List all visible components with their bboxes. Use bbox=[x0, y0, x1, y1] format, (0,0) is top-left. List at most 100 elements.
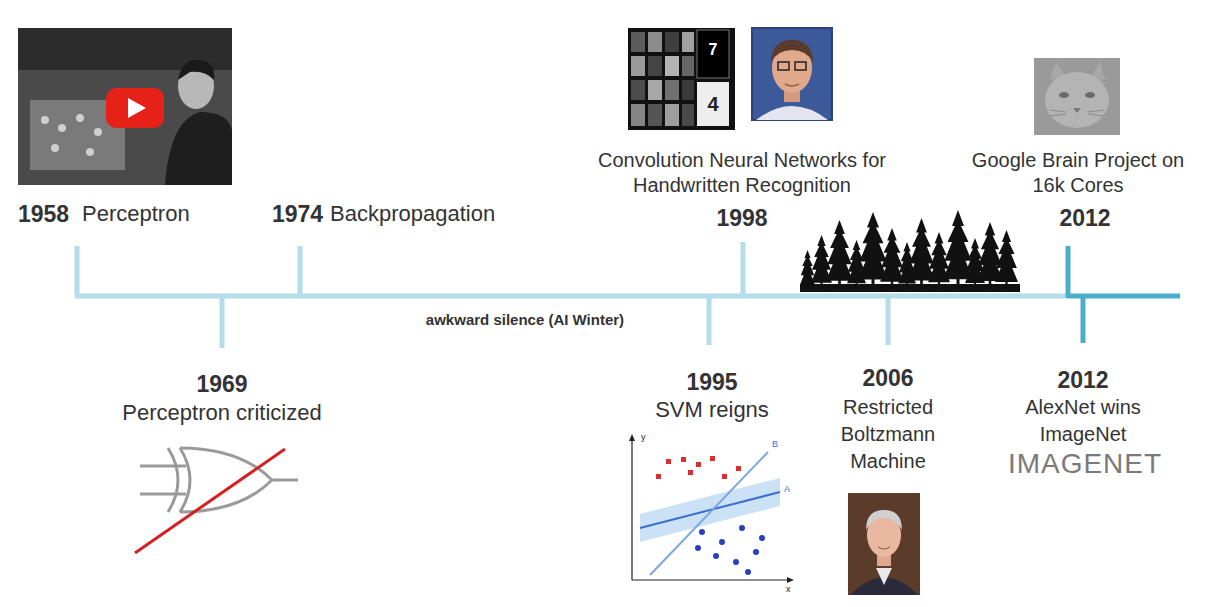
portrait-photo bbox=[848, 493, 920, 595]
digits-thumbnail bbox=[665, 104, 679, 126]
svm-plot bbox=[733, 559, 739, 565]
digits-thumbnail bbox=[697, 30, 729, 78]
svm-plot bbox=[640, 492, 780, 528]
svm-plot bbox=[736, 466, 741, 471]
svm-plot bbox=[681, 457, 686, 462]
timeline-axis bbox=[741, 242, 746, 296]
digits-thumbnail bbox=[682, 56, 694, 76]
forest-silhouette bbox=[800, 210, 1020, 292]
year-label: 1974 bbox=[272, 200, 323, 228]
svm-plot bbox=[710, 456, 715, 461]
portrait-photo bbox=[752, 28, 832, 120]
video-thumbnail bbox=[128, 98, 146, 118]
digits-thumbnail bbox=[682, 32, 694, 52]
xor-gate-symbol bbox=[140, 466, 298, 494]
year-label: 1998 bbox=[716, 204, 767, 232]
portrait-photo bbox=[785, 84, 799, 86]
cat-image bbox=[1085, 92, 1095, 98]
timeline-axis bbox=[298, 246, 303, 296]
portrait-photo bbox=[756, 106, 828, 120]
digits-thumbnail bbox=[631, 80, 645, 100]
year-label: 1995 bbox=[686, 368, 737, 396]
portrait-photo bbox=[752, 28, 832, 120]
event-title: AlexNet wins ImageNet bbox=[1003, 394, 1163, 448]
event-title: SVM reigns bbox=[655, 397, 769, 423]
digits-thumbnail bbox=[665, 32, 679, 52]
timeline-axis bbox=[75, 246, 80, 296]
svm-plot bbox=[650, 452, 768, 575]
timeline-axis bbox=[1066, 246, 1071, 298]
timeline-axis bbox=[1081, 296, 1086, 343]
svm-plot bbox=[629, 434, 794, 583]
year-label: 1958 bbox=[18, 200, 69, 228]
svm-plot bbox=[759, 535, 765, 541]
line-label: A bbox=[784, 484, 790, 495]
digits-thumbnail bbox=[648, 32, 662, 52]
timeline-axis bbox=[886, 296, 891, 345]
timeline-axis bbox=[220, 296, 225, 348]
video-thumbnail bbox=[18, 28, 232, 185]
event-title: Backpropagation bbox=[330, 201, 495, 227]
portrait-photo bbox=[752, 28, 832, 120]
digits-thumbnail bbox=[648, 56, 662, 76]
svm-plot bbox=[745, 569, 751, 575]
year-label: 2006 bbox=[862, 364, 913, 392]
forest-silhouette bbox=[928, 232, 950, 290]
forest-silhouette bbox=[995, 230, 1018, 290]
digits-thumbnail bbox=[682, 80, 694, 100]
digit-sample: 7 bbox=[709, 40, 718, 59]
forest-silhouette bbox=[800, 250, 815, 290]
axis-label: y bbox=[641, 432, 646, 443]
cat-image bbox=[1034, 58, 1120, 135]
year-label: 2012 bbox=[1059, 204, 1110, 232]
portrait-photo bbox=[866, 510, 902, 530]
video-thumbnail bbox=[165, 112, 232, 185]
digits-thumbnail bbox=[665, 80, 679, 100]
digits-thumbnail bbox=[665, 56, 679, 76]
digits-thumbnail bbox=[628, 28, 735, 130]
event-title: Restricted Boltzmann Machine bbox=[823, 394, 953, 475]
digits-thumbnail bbox=[631, 32, 645, 52]
event-title: Perceptron bbox=[82, 201, 190, 227]
year-label: 1969 bbox=[196, 370, 247, 398]
forest-silhouette bbox=[898, 242, 916, 290]
svm-plot bbox=[629, 434, 635, 441]
digits-thumbnail bbox=[631, 56, 645, 76]
forest-silhouette bbox=[847, 240, 866, 290]
digits-thumbnail bbox=[682, 104, 694, 126]
svm-plot bbox=[696, 462, 701, 467]
svm-plot bbox=[656, 474, 661, 479]
svm-plot bbox=[739, 525, 745, 531]
video-thumbnail bbox=[41, 116, 49, 124]
video-thumbnail bbox=[76, 114, 84, 122]
portrait-photo bbox=[771, 40, 813, 62]
svm-plot bbox=[722, 474, 727, 479]
logo-text: IMAGENET bbox=[1008, 447, 1162, 481]
svm-plot bbox=[688, 470, 693, 475]
cat-image bbox=[1034, 58, 1120, 135]
svm-plot bbox=[666, 459, 671, 464]
portrait-photo bbox=[878, 547, 890, 549]
xor-gate-symbol bbox=[135, 448, 298, 553]
digits-thumbnail bbox=[648, 80, 662, 100]
forest-silhouette bbox=[800, 284, 1020, 292]
video-thumbnail bbox=[18, 28, 232, 185]
video-thumbnail bbox=[58, 124, 66, 132]
svm-plot bbox=[632, 438, 790, 580]
portrait-photo bbox=[778, 62, 789, 70]
cat-image bbox=[1073, 108, 1081, 113]
video-thumbnail bbox=[51, 144, 59, 152]
xor-gate-symbol bbox=[180, 448, 190, 512]
cat-image bbox=[1050, 110, 1104, 116]
svm-plot bbox=[787, 577, 794, 583]
digits-thumbnail bbox=[697, 82, 729, 126]
portrait-photo bbox=[848, 493, 920, 595]
timeline-axis bbox=[707, 296, 712, 345]
year-label: 2012 bbox=[1057, 366, 1108, 394]
line-label: B bbox=[772, 439, 778, 450]
timeline-axis bbox=[75, 242, 1180, 348]
video-thumbnail bbox=[178, 60, 214, 80]
xor-gate-symbol bbox=[168, 448, 178, 512]
